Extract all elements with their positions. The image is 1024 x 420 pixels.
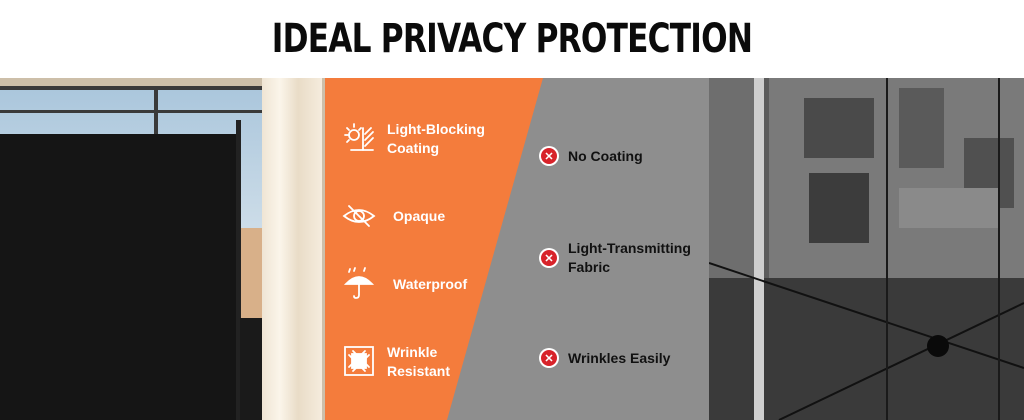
competitor-photo (709, 78, 1024, 420)
building-scene (709, 78, 1024, 420)
title-text: IDEAL PRIVACY PROTECTION (271, 16, 753, 62)
sun-block-icon (341, 121, 377, 157)
feature-waterproof: Waterproof (341, 266, 467, 302)
x-mark-icon: ✕ (539, 248, 559, 268)
orange-section (325, 78, 543, 420)
feature-label: Coating (387, 140, 440, 156)
con-label: Light-Transmitting (568, 240, 691, 256)
eye-crossed-icon (341, 198, 377, 234)
privacy-screen-panel (240, 318, 262, 420)
privacy-screen-pole (236, 120, 241, 420)
con-no-coating: ✕ No Coating (539, 146, 643, 166)
umbrella-rain-icon (341, 266, 377, 302)
feature-opaque: Opaque (341, 198, 445, 234)
con-label: Fabric (568, 259, 611, 275)
feature-label: Opaque (393, 207, 446, 224)
window-frame (0, 86, 270, 90)
con-wrinkles-easily: ✕ Wrinkles Easily (539, 348, 670, 368)
wrinkle-resistant-icon (341, 344, 377, 380)
diagonal-split (325, 78, 543, 420)
x-mark-icon: ✕ (539, 146, 559, 166)
feature-label: Waterproof (393, 275, 468, 292)
x-mark-icon: ✕ (539, 348, 559, 368)
curtain (262, 78, 322, 420)
con-label: Wrinkles Easily (568, 349, 671, 366)
feature-label: Wrinkle (387, 344, 438, 360)
feature-label: Light-Blocking (387, 121, 485, 137)
product-room-photo (0, 78, 325, 420)
con-label: No Coating (568, 147, 643, 164)
feature-label: Resistant (387, 363, 451, 379)
privacy-screen-panel (0, 134, 238, 420)
page-title: IDEAL PRIVACY PROTECTION (0, 0, 1024, 78)
window-frame (0, 110, 270, 113)
